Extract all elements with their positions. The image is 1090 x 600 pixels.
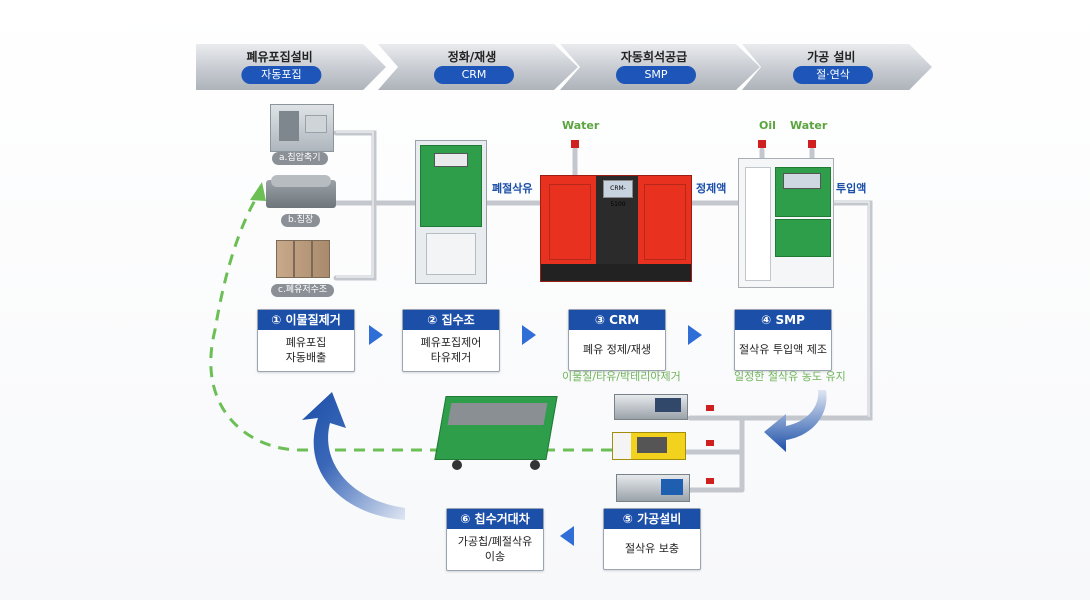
machine-tool-3-image <box>616 474 690 502</box>
chip-bin-image <box>266 175 336 208</box>
header-stage-tag: CRM <box>434 66 514 84</box>
label-chip-compressor: a.칩압축기 <box>272 152 328 165</box>
label-chip-bin: b.칩장 <box>281 214 321 227</box>
flow-arrow-icon <box>688 325 702 345</box>
step-line: 폐유 정제/재생 <box>583 343 651 356</box>
label-refined-liquid: 정제액 <box>696 182 727 195</box>
label-oil: Oil <box>759 119 776 132</box>
flow-arrow-icon <box>522 325 536 345</box>
step-line: 절삭유 투입액 제조 <box>739 343 827 356</box>
step-line: 타유제거 <box>430 351 472 364</box>
step-title: ① 이물질제거 <box>258 310 354 330</box>
header-stage-2: 정화/재생 CRM <box>378 44 578 90</box>
label-waste-oil-tank: c.폐유저수조 <box>271 284 335 297</box>
machine-tool-1-image <box>614 394 688 420</box>
step-3-box: ③ CRM 폐유 정제/재생 <box>568 309 666 371</box>
crm-machine-image: CRM-5100 <box>540 175 692 282</box>
header-stage-title: 자동희석공급 <box>620 50 688 64</box>
step-line: 가공칩/폐절삭유 <box>457 535 533 548</box>
step-title: ④ SMP <box>735 310 831 330</box>
waste-oil-tank-image <box>276 240 330 278</box>
label-water-1: Water <box>562 119 600 132</box>
flow-arrow-icon <box>369 325 383 345</box>
smp-note: 일정한 절삭유 농도 유지 <box>734 370 846 383</box>
chip-compressor-image <box>270 104 334 152</box>
step-title: ② 집수조 <box>403 310 499 330</box>
label-waste-cutting-oil: 폐절삭유 <box>492 182 533 195</box>
header-stage-title: 정화/재생 <box>447 50 497 64</box>
step-line: 폐유포집제어 <box>420 336 482 349</box>
step-line: 자동배출 <box>285 351 327 364</box>
step-line: 이송 <box>484 550 506 563</box>
step-title: ③ CRM <box>569 310 665 330</box>
cart-wheel-icon <box>452 460 462 470</box>
header-stage-tag: SMP <box>616 66 696 84</box>
header-stage-tag: 절·연삭 <box>793 66 873 84</box>
flow-arrow-icon <box>560 526 574 546</box>
header-stage-tag: 자동포집 <box>241 66 322 84</box>
step-line: 폐유포집 <box>285 336 327 349</box>
step-4-box: ④ SMP 절삭유 투입액 제조 <box>734 309 832 371</box>
header-stage-title: 폐유포집설비 <box>246 50 313 64</box>
label-input-liquid: 투입액 <box>836 182 867 195</box>
cart-wheel-icon <box>530 460 540 470</box>
header-stage-title: 가공 설비 <box>807 50 856 64</box>
header-stage-4: 가공 설비 절·연삭 <box>742 44 932 90</box>
machine-tool-2-image <box>612 432 686 460</box>
step-5-box: ⑤ 가공설비 절삭유 보충 <box>603 508 701 570</box>
step-title: ⑥ 칩수거대차 <box>447 509 543 529</box>
chip-cart-image <box>434 396 558 460</box>
label-water-2: Water <box>790 119 828 132</box>
crm-note: 이물질/타유/박테리아제거 <box>562 370 681 383</box>
step-title: ⑤ 가공설비 <box>604 509 700 529</box>
header-stage-3: 자동희석공급 SMP <box>560 44 760 90</box>
crm-panel-label: CRM-5100 <box>603 180 633 208</box>
smp-cabinet-image <box>738 158 834 288</box>
step-line: 절삭유 보충 <box>624 542 680 555</box>
sump-cabinet-image <box>415 140 487 284</box>
header-stage-1: 폐유포집설비 자동포집 <box>196 44 386 90</box>
